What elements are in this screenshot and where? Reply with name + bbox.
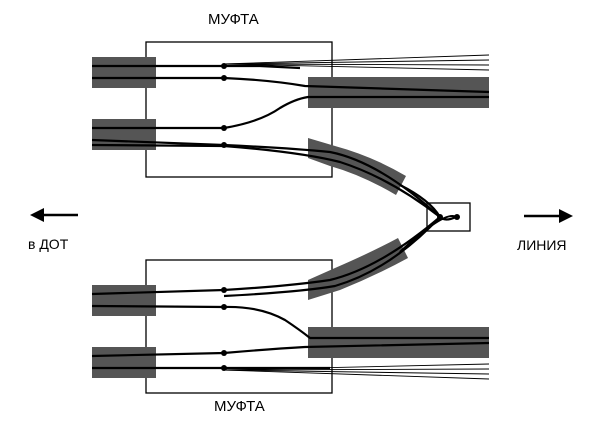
splice-dot — [221, 125, 227, 131]
splice-dot — [221, 75, 227, 81]
coupling-label-top: МУФТА — [208, 11, 259, 28]
thin-fibers-bottom — [223, 363, 490, 380]
left-cable-3 — [92, 285, 156, 316]
left-cable-1 — [92, 57, 156, 88]
fibers — [91, 64, 490, 370]
arrow-left-icon — [30, 208, 78, 222]
splice-dot — [454, 214, 460, 220]
to-dot-label: в ДОТ — [28, 236, 69, 252]
left-cable-4 — [92, 347, 156, 378]
splice-dot — [221, 142, 227, 148]
fiber-bot-3 — [91, 341, 490, 358]
fiber-bot-2 — [91, 304, 489, 340]
splice-dot — [437, 214, 443, 220]
coupling-box-top — [145, 41, 333, 178]
splice-dot — [221, 365, 227, 371]
thin-fibers-top — [223, 54, 490, 71]
curved-cable-upper — [308, 138, 406, 195]
splice-dot — [221, 63, 227, 69]
fiber-splice-loop — [399, 184, 459, 253]
coupling-box-bottom — [145, 259, 333, 394]
arrow-right-icon — [524, 209, 573, 223]
line-cable-top — [308, 77, 489, 108]
fiber-top-1 — [92, 64, 301, 70]
splice-dot — [221, 350, 227, 356]
to-line-label: ЛИНИЯ — [517, 237, 567, 253]
curved-cable-lower — [308, 238, 408, 300]
fiber-bot-1 — [91, 216, 441, 296]
coupling-label-bottom: МУФТА — [214, 398, 265, 415]
splice-dot — [221, 287, 227, 293]
fiber-bot-curve — [223, 216, 441, 298]
fiber-top-5 — [91, 143, 441, 218]
fiber-top-2 — [92, 76, 490, 94]
splice-dot — [221, 304, 227, 310]
line-cable-bottom — [308, 327, 489, 358]
fiber-top-3 — [92, 95, 489, 130]
splice-dots — [221, 63, 460, 371]
